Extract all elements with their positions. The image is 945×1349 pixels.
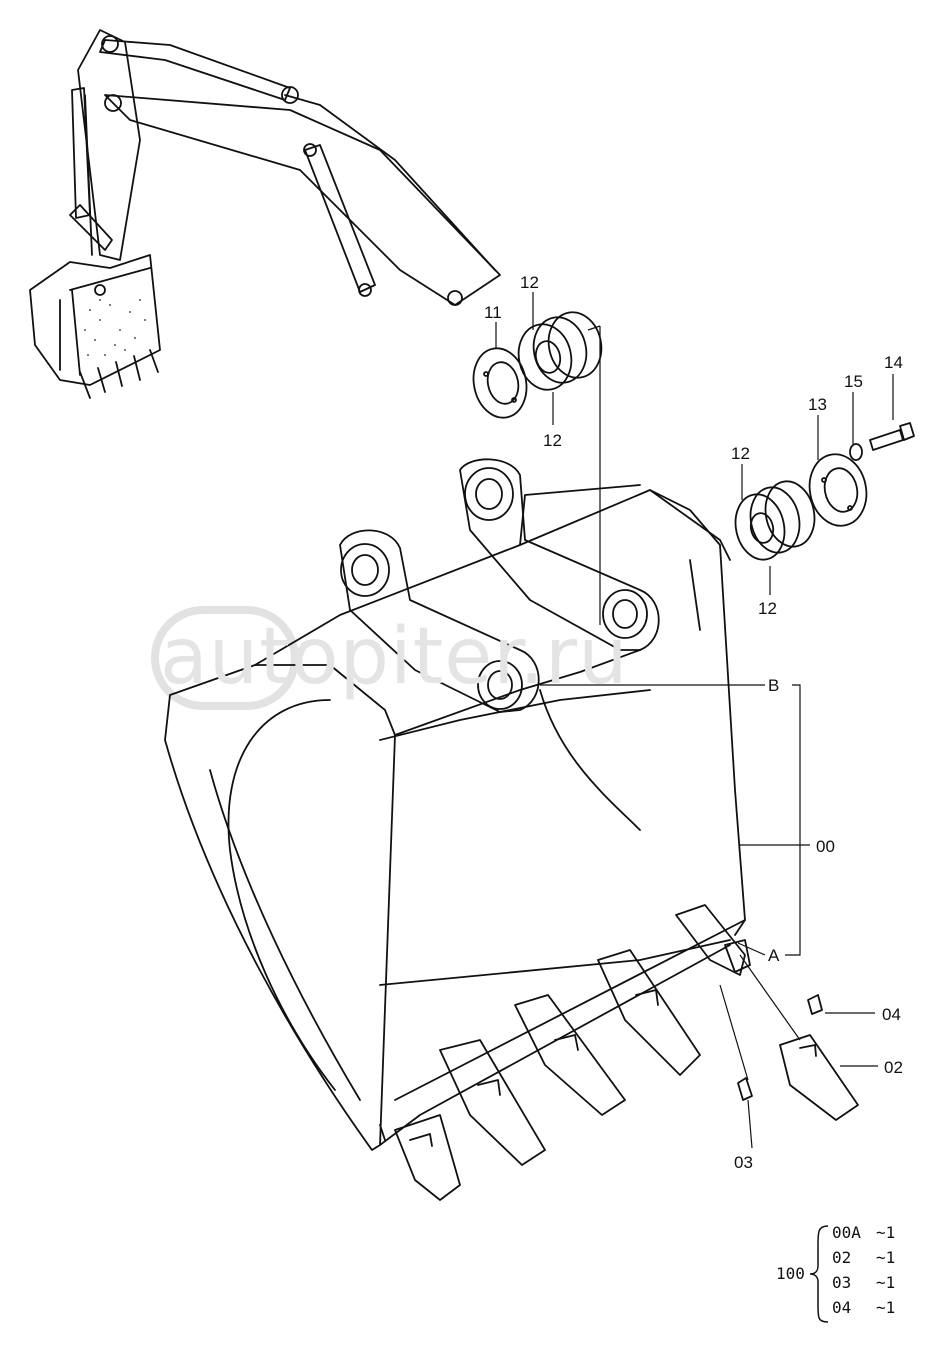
callout-12-right-bottom: 12 — [758, 599, 777, 618]
callout-03: 03 — [734, 1153, 753, 1172]
bom-brace — [809, 1225, 829, 1323]
bucket-mounting-ears — [339, 458, 660, 713]
callout-11: 11 — [484, 303, 502, 322]
callout-12-upper-bottom: 12 — [543, 431, 562, 450]
bom-qty: ~1 — [876, 1248, 896, 1267]
watermark-text: autopiter.ru — [160, 612, 629, 702]
bucket-teeth — [394, 904, 751, 1201]
callout-12-right-top: 12 — [731, 444, 750, 463]
excavator-arm-inset — [29, 29, 501, 399]
callout-04: 04 — [882, 1005, 901, 1024]
bom-row: 04 ~1 — [832, 1297, 895, 1319]
part-11-plate — [472, 347, 528, 419]
bom-assembly-number: 100 — [776, 1264, 805, 1283]
part-04-lock — [807, 994, 823, 1015]
bom-part: 03 — [832, 1273, 852, 1292]
bom-part: 02 — [832, 1248, 852, 1267]
bom-row: 03 ~1 — [832, 1272, 895, 1294]
part-02-tooth — [779, 1034, 859, 1121]
watermark-logo-icon — [151, 606, 299, 710]
part-15-washer — [849, 443, 863, 461]
callout-12-upper-top: 12 — [520, 273, 539, 292]
part-14-bolt — [869, 422, 915, 451]
bucket-body — [164, 484, 746, 1151]
callout-02: 02 — [884, 1058, 903, 1077]
part-12-shims-upper — [517, 311, 603, 391]
callout-13: 13 — [808, 395, 827, 414]
callout-B: B — [768, 676, 780, 695]
bom-qty: ~1 — [876, 1298, 896, 1317]
callout-14: 14 — [884, 353, 903, 372]
part-03-pin — [737, 1077, 753, 1101]
part-12-shims-right — [734, 480, 816, 561]
inset-bucket-shading — [84, 299, 146, 356]
leader-lines — [495, 292, 894, 1149]
callout-00: 00 — [816, 837, 835, 856]
part-13-plate — [808, 453, 868, 527]
bom-qty: ~1 — [876, 1273, 896, 1292]
bom-part: 00A — [832, 1223, 861, 1242]
callout-15: 15 — [844, 372, 863, 391]
bom-row: 02 ~1 — [832, 1247, 895, 1269]
bom-row: 00A ~1 — [832, 1222, 895, 1244]
bom-qty: ~1 — [876, 1223, 896, 1242]
bom-part: 04 — [832, 1298, 852, 1317]
callout-A: A — [768, 946, 780, 965]
